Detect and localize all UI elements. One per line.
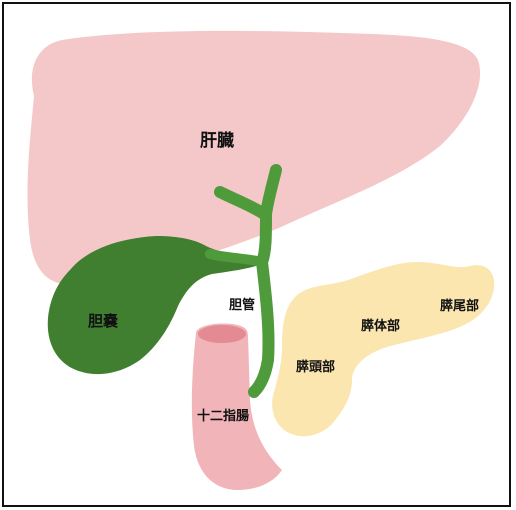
liver-shape <box>27 31 480 284</box>
pancreas-head-label: 膵頭部 <box>296 361 335 374</box>
duodenum-label: 十二指腸 <box>197 410 249 423</box>
gallbladder-label: 胆嚢 <box>88 314 118 329</box>
pancreas-body-label: 膵体部 <box>361 320 400 333</box>
duodenum-lumen <box>198 325 246 343</box>
pancreas-tail-label: 膵尾部 <box>440 300 479 313</box>
liver-label: 肝臓 <box>200 133 234 150</box>
pancreas-shape <box>272 262 494 436</box>
bile-duct-label: 胆管 <box>229 299 255 312</box>
